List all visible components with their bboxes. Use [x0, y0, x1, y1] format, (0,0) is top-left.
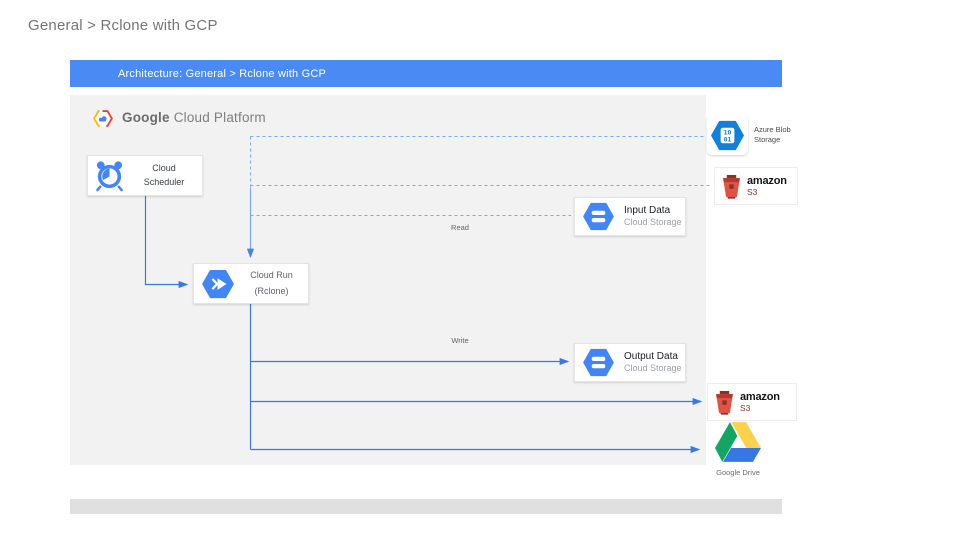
- cloud-storage-icon: [583, 348, 614, 377]
- edge-label-write: Write: [451, 336, 469, 345]
- node-cloud-run[interactable]: Cloud Run (Rclone): [193, 263, 309, 304]
- gcp-brand-text: Google: [122, 110, 170, 125]
- architecture-banner-label: Architecture: General > Rclone with GCP: [118, 67, 327, 80]
- cloud-scheduler-label-line1: Cloud: [152, 163, 176, 174]
- node-amazon-s3-read[interactable]: amazon S3: [714, 167, 798, 205]
- cloud-run-label-line1: Cloud Run: [250, 270, 293, 281]
- cloud-run-icon: [202, 269, 234, 298]
- azure-blob-icon: 10 01: [707, 115, 748, 155]
- bottom-divider-bar: [70, 499, 782, 514]
- svg-text:01: 01: [724, 135, 732, 143]
- edge-label-read: Read: [451, 223, 469, 232]
- gcp-brand-suffix: Cloud Platform: [173, 110, 266, 125]
- input-data-subtitle: Cloud Storage: [624, 217, 682, 228]
- azure-label-line2: Storage: [754, 135, 781, 144]
- s3-bucket-icon: [716, 390, 733, 415]
- node-azure-blob-storage[interactable]: 10 01 Azure Blob Storage: [707, 115, 791, 155]
- s3-product-label: S3: [740, 402, 751, 413]
- input-data-title: Input Data: [624, 205, 671, 217]
- node-amazon-s3-write[interactable]: amazon S3: [707, 383, 797, 421]
- azure-label-line1: Azure Blob: [754, 125, 791, 135]
- output-data-title: Output Data: [624, 351, 678, 363]
- cloud-run-label-line2: (Rclone): [254, 285, 289, 296]
- s3-brand-label: amazon: [747, 174, 787, 187]
- svg-text:10: 10: [724, 128, 732, 136]
- gcp-boundary-panel[interactable]: [70, 95, 706, 465]
- page-title: General > Rclone with GCP: [28, 17, 218, 34]
- node-cloud-scheduler[interactable]: Cloud Scheduler: [87, 155, 203, 196]
- s3-brand-label: amazon: [740, 390, 780, 403]
- gcp-logo-icon: [92, 109, 114, 128]
- node-input-data[interactable]: Input Data Cloud Storage: [574, 197, 686, 236]
- google-drive-icon: [715, 422, 761, 462]
- cloud-storage-icon: [583, 202, 614, 231]
- s3-bucket-icon: [723, 174, 740, 199]
- architecture-banner: Architecture: General > Rclone with GCP: [70, 60, 782, 87]
- s3-product-label: S3: [747, 186, 758, 197]
- alarm-clock-icon: [96, 161, 123, 192]
- output-data-subtitle: Cloud Storage: [624, 363, 682, 374]
- cloud-scheduler-label-line2: Scheduler: [143, 176, 185, 187]
- google-drive-label: Google Drive: [716, 468, 760, 477]
- node-google-drive[interactable]: Google Drive: [709, 422, 767, 477]
- node-output-data[interactable]: Output Data Cloud Storage: [574, 343, 686, 382]
